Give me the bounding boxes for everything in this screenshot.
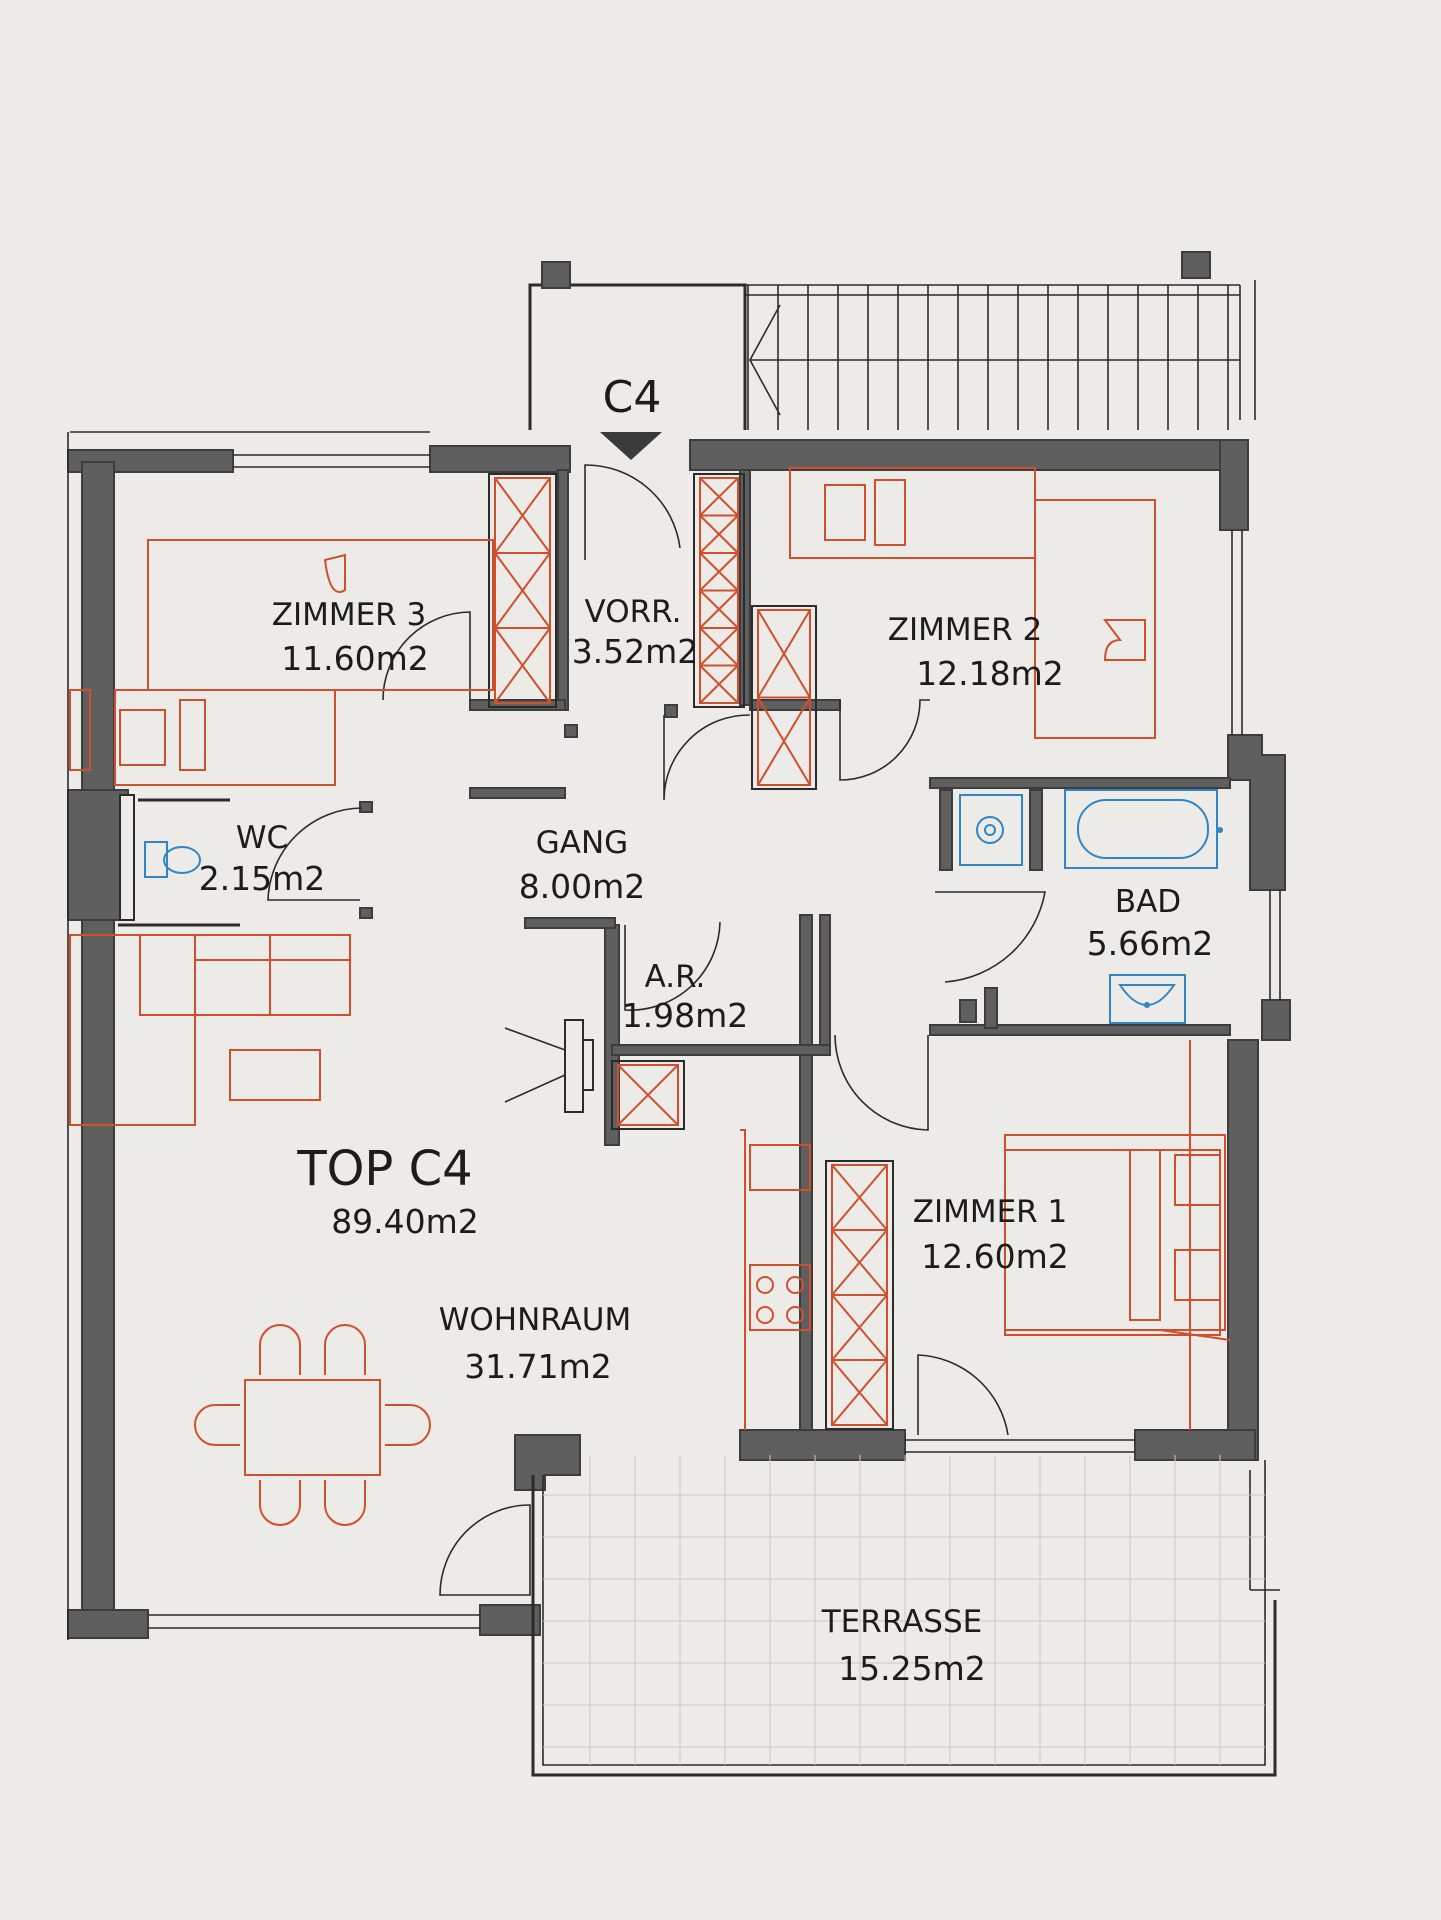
room-name-zimmer-3: ZIMMER 3: [272, 597, 427, 633]
entrance-arrow: [600, 432, 662, 460]
room-area-bad: 5.66m2: [1087, 924, 1214, 963]
room-name-ar: A.R.: [645, 959, 706, 995]
room-name-bad: BAD: [1115, 884, 1181, 920]
walls: [67, 439, 1291, 1639]
staircase: [528, 251, 1256, 430]
room-area-terrasse: 15.25m2: [838, 1649, 986, 1688]
doors: [267, 464, 1046, 1596]
labels: C4 ZIMMER 3 11.60m2 VORR. 3.52m2 ZIMMER …: [199, 372, 1214, 1688]
room-name-wohnraum: WOHNRAUM: [439, 1302, 631, 1338]
room-name-vorr: VORR.: [585, 594, 682, 630]
room-area-vorr: 3.52m2: [572, 632, 699, 671]
terrace: [531, 1455, 1280, 1777]
room-area-zimmer-3: 11.60m2: [281, 639, 429, 678]
light-fixture: [504, 1019, 594, 1113]
room-area-zimmer-1: 12.60m2: [921, 1237, 1069, 1276]
room-name-gang: GANG: [536, 825, 628, 861]
wardrobes: [488, 473, 894, 1430]
room-area-gang: 8.00m2: [519, 867, 646, 906]
room-name-terrasse: TERRASSE: [821, 1604, 983, 1640]
room-name-zimmer-1: ZIMMER 1: [913, 1194, 1068, 1230]
sanitary: [144, 789, 1223, 1024]
room-area-ar: 1.98m2: [622, 996, 749, 1035]
room-area-zimmer-2: 12.18m2: [916, 654, 1064, 693]
apartment-area: 89.40m2: [331, 1202, 479, 1241]
windows: [67, 431, 1281, 1640]
room-area-wohnraum: 31.71m2: [464, 1347, 612, 1386]
furniture: [69, 467, 1231, 1526]
room-name-zimmer-2: ZIMMER 2: [888, 612, 1043, 648]
apartment-name: TOP C4: [296, 1141, 472, 1197]
room-area-wc: 2.15m2: [199, 859, 326, 898]
room-name-wc: WC: [236, 820, 288, 856]
entrance-label: C4: [603, 372, 662, 423]
